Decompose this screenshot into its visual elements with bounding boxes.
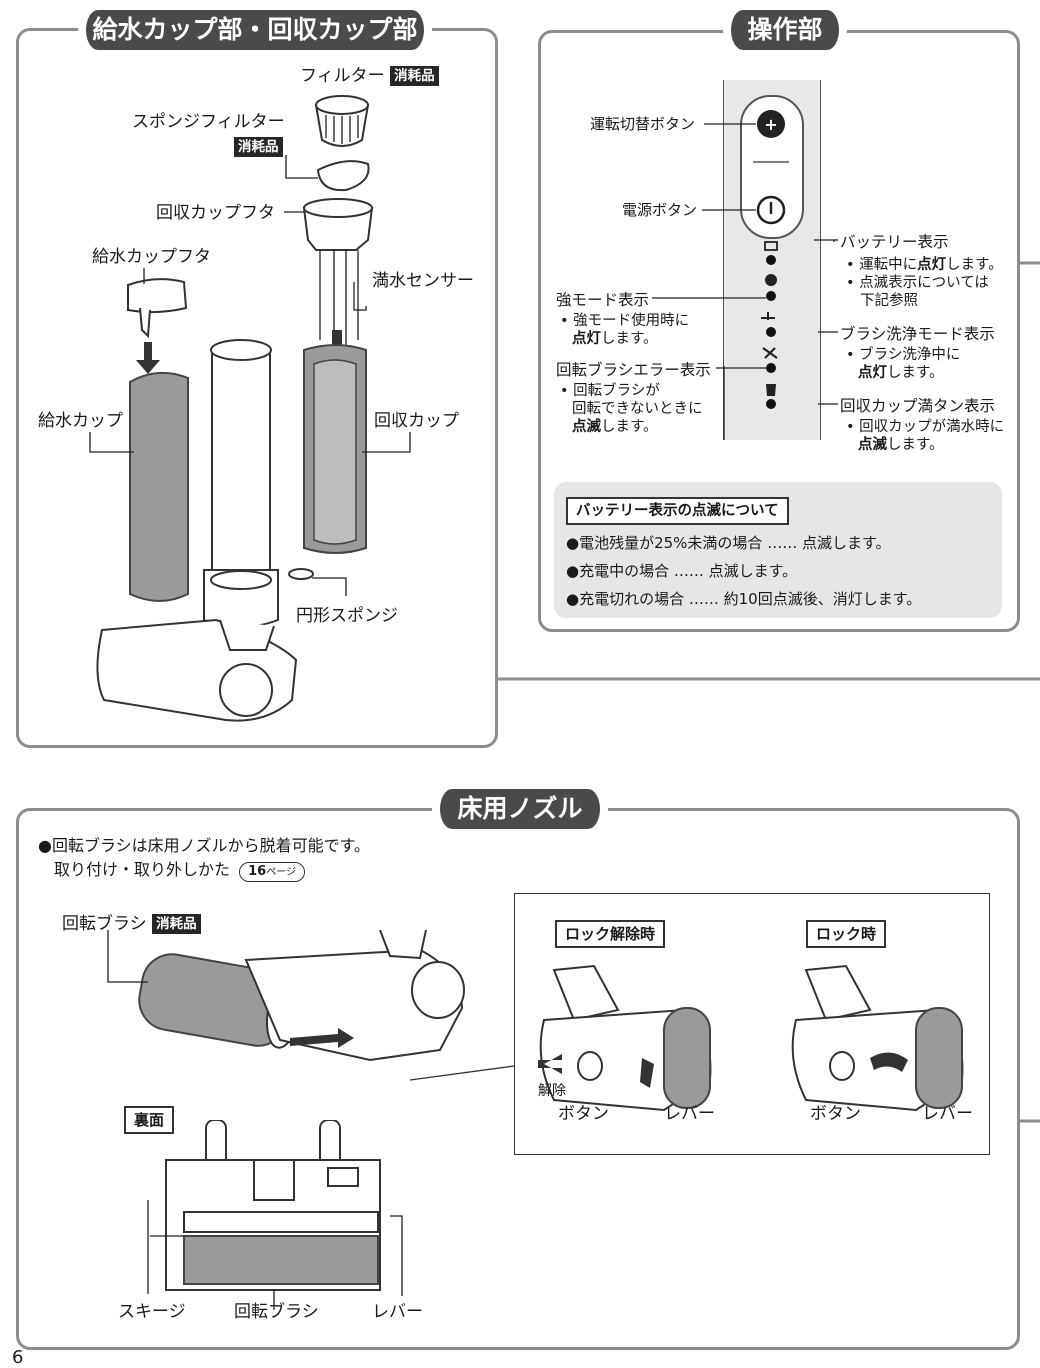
recovery-cup-label: 回収カップ [374,411,459,431]
brush-wash-label: ブラシ洗浄モード表示 [840,325,995,343]
brush-wash-icon [761,312,775,320]
brush-label: 回転ブラシ 消耗品 [62,914,201,934]
brush-error-note: 点滅します。 [572,419,658,435]
sponge-filter-label: スポンジフィルター [132,112,285,132]
recovery-lid-part [302,198,374,251]
strong-mode-icon [765,274,777,286]
nozzle-illustration [107,930,465,1062]
battery-label: バッテリー表示 [840,233,949,251]
round-sponge-part [288,568,314,580]
sponge-filter-part [316,160,370,192]
brush-error-note: 回転できないときに [572,401,703,417]
connector-line [1018,261,1040,265]
back-leaders [147,1200,403,1310]
battery-note: 下記参照 [860,293,918,309]
tank-full-note: • 回収カップが満水時に [846,419,1005,435]
callout-line [410,1065,515,1081]
nozzle-part [96,618,298,722]
battery-note: • 点滅表示については [846,275,989,291]
filter-label: フィルター 消耗品 [300,66,439,86]
cup-illustration [89,95,411,722]
connector-line [1018,1119,1040,1123]
blink-info-title: バッテリー表示の点滅について [566,497,789,525]
svg-text:+: + [764,115,777,134]
strong-note: 点灯します。 [572,331,658,347]
strong-note: • 強モード使用時に [560,313,690,329]
blink-row: ●充電切れの場合 …… 約10回点滅後、消灯します。 [566,590,922,608]
lock-button-icon [829,1051,855,1081]
supply-cup-label: 給水カップ [38,411,123,431]
blink-row: ●充電中の場合 …… 点滅します。 [566,562,798,580]
brush-wash-note: • ブラシ洗浄中に [846,347,961,363]
connector-line [496,677,1040,681]
unlock-label: ロック解除時 [555,920,666,948]
lever-label: レバー [664,1104,715,1124]
lock-label: ロック時 [806,920,887,948]
recovery-lid-label: 回収カップフタ [156,203,275,223]
lock-nozzle-part [791,964,964,1112]
supply-lid-part [127,278,188,339]
supply-lid-label: 給水カップフタ [92,247,211,267]
power-icon [756,195,786,225]
battery-note: • 運転中に点灯します。 [846,257,1003,273]
release-button-icon [577,1051,603,1081]
back-label: 裏面 [124,1106,175,1134]
supply-cup-part [129,371,189,602]
central-body-part [203,339,279,628]
filter-part [314,95,370,147]
ops-leaders [652,123,838,440]
button-label: ボタン [810,1104,861,1124]
ops-icons: + [753,110,789,409]
brush-wash-note: 点灯します。 [858,365,944,381]
tank-full-note: 点滅します。 [858,437,944,453]
tank-full-icon [766,384,776,396]
squeegee-label: スキージ [118,1302,186,1322]
nozzle-section-title: 床用ノズル [432,789,608,829]
back-illustration [150,1120,381,1291]
round-sponge-label: 円形スポンジ [296,606,398,626]
brush-error-icon [762,347,778,359]
blink-row: ●電池残量が25%未満の場合 …… 点滅します。 [566,534,891,552]
page-ref[interactable]: 16ページ [239,862,306,882]
brush-bottom-label: 回転ブラシ [234,1302,319,1322]
lock-illustrations [538,964,964,1112]
power-button-label: 電源ボタン [622,201,698,219]
consumable-badge: 消耗品 [234,136,283,157]
consumable-badge: 消耗品 [152,914,201,934]
lever-bottom-label: レバー [372,1302,423,1322]
tank-full-label: 回収カップ満タン表示 [840,397,996,415]
nozzle-head-part [244,930,465,1062]
unlock-nozzle-part [538,964,712,1112]
cup-section-title: 給水カップ部・回収カップ部 [78,10,432,50]
mode-button-label: 運転切替ボタン [590,115,696,133]
button-label: ボタン [558,1104,609,1124]
page-number: 6 [12,1347,24,1368]
consumable-badge: 消耗品 [390,66,439,86]
nozzle-note: ●回転ブラシは床用ノズルから脱着可能です。 [38,836,371,855]
mode-button-icon [757,110,785,138]
nozzle-note: 取り付け・取り外しかた 16ページ [54,860,306,882]
release-label: 解除 [538,1083,566,1099]
brush-error-note: • 回転ブラシが [560,383,660,399]
ops-section-title: 操作部 [723,10,847,50]
strong-label: 強モード表示 [556,291,650,309]
brush-error-label: 回転ブラシエラー表示 [556,361,711,379]
lever-label: レバー [922,1104,973,1124]
full-sensor-label: 満水センサー [372,271,474,291]
battery-icon [764,241,778,251]
